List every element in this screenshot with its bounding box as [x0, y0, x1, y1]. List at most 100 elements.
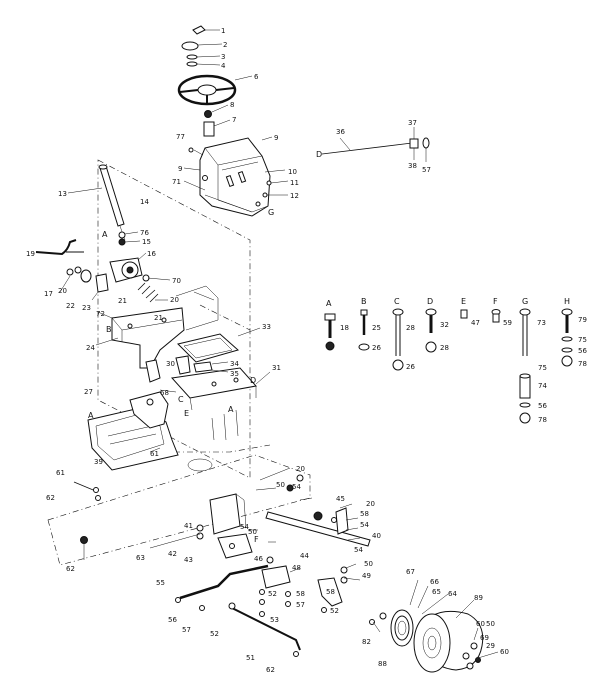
callout-29: 29 — [486, 642, 495, 650]
callout-73: 73 — [537, 319, 546, 327]
callout-56-G: 56 — [538, 402, 547, 410]
callout-D-bracket: D — [250, 376, 256, 385]
callout-labels: 1 2 3 4 6 8 7 77 9 9 71 10 11 12 G 36 D … — [26, 27, 587, 674]
callout-57-top: 57 — [422, 166, 431, 174]
callout-22: 22 — [66, 302, 75, 310]
callout-7: 7 — [232, 116, 236, 124]
callout-53: 53 — [270, 616, 279, 624]
callout-77: 77 — [176, 133, 185, 141]
callout-6: 6 — [254, 73, 259, 81]
callout-11: 11 — [290, 179, 299, 187]
callout-A-shaft: A — [102, 230, 108, 239]
callout-25: 25 — [372, 324, 381, 332]
callout-20-mid: 20 — [170, 296, 179, 304]
callout-8: 8 — [230, 101, 234, 109]
callout-64: 64 — [448, 590, 457, 598]
callout-51: 51 — [246, 654, 255, 662]
callout-54-bracket: 54 — [240, 523, 249, 531]
callout-18: 18 — [340, 324, 349, 332]
callout-78-G: 78 — [538, 416, 547, 424]
callout-56-left: 56 — [168, 616, 177, 624]
steering-wheel-part — [177, 74, 253, 106]
callout-A-rods: A — [228, 405, 234, 414]
callout-55: 55 — [156, 579, 165, 587]
callout-44: 44 — [300, 552, 309, 560]
callout-23: 23 — [82, 304, 91, 312]
callout-A-seat: A — [88, 411, 94, 420]
callout-1: 1 — [221, 27, 225, 35]
leader-lines — [248, 467, 499, 659]
callout-47: 47 — [471, 319, 480, 327]
callout-50-wheel: 50 — [486, 620, 495, 628]
callout-54-right: 54 — [360, 521, 369, 529]
wheel-rim-part — [369, 609, 414, 647]
callout-63: 63 — [136, 554, 145, 562]
dash-console-part — [183, 136, 289, 217]
callout-15: 15 — [142, 238, 151, 246]
callout-D-rod: D — [316, 150, 322, 159]
callout-74: 74 — [538, 382, 547, 390]
callout-68: 68 — [160, 389, 169, 397]
callout-52-mid: 52 — [268, 590, 277, 598]
callout-42: 42 — [168, 550, 177, 558]
callout-38: 38 — [408, 162, 417, 170]
drag-rod-part — [175, 564, 301, 657]
callout-82: 82 — [362, 638, 371, 646]
callout-56-H: 56 — [578, 347, 587, 355]
callout-16: 16 — [147, 250, 156, 258]
callout-A-legend: A — [326, 299, 332, 308]
callout-30: 30 — [166, 360, 175, 368]
pin-part — [73, 481, 101, 560]
steering-shaft-part — [67, 164, 126, 241]
callout-G-legend: G — [522, 297, 528, 306]
steering-bracket-part — [95, 285, 219, 369]
steering-cap-part — [192, 25, 220, 35]
callout-34: 34 — [230, 360, 239, 368]
callout-72: 72 — [96, 310, 105, 318]
callout-F-axle: F — [254, 535, 259, 544]
pedal-pad-part — [177, 327, 261, 363]
callout-E-legend: E — [461, 297, 466, 306]
callout-39: 39 — [94, 458, 103, 466]
washer-part — [186, 54, 221, 67]
callout-50-bracket: 50 — [248, 528, 257, 536]
callout-57-left: 57 — [182, 626, 191, 634]
callout-E-bracket: E — [184, 409, 189, 418]
callout-10: 10 — [288, 168, 297, 176]
callout-65: 65 — [432, 588, 441, 596]
callout-B-bracket: B — [106, 325, 112, 334]
callout-C-legend: C — [394, 297, 400, 306]
callout-52-right: 52 — [330, 607, 339, 615]
callout-62-axle: 62 — [266, 666, 275, 674]
callout-35: 35 — [230, 370, 239, 378]
callout-43: 43 — [184, 556, 193, 564]
callout-17: 17 — [44, 290, 53, 298]
callout-G-dash: G — [268, 208, 274, 217]
callout-70: 70 — [172, 277, 181, 285]
callout-89: 89 — [474, 594, 483, 602]
callout-58-mid: 58 — [296, 590, 305, 598]
callout-26-B: 26 — [372, 344, 381, 352]
callout-62-left: 62 — [46, 494, 55, 502]
callout-49: 49 — [362, 572, 371, 580]
callout-21-mid: 21 — [118, 297, 127, 305]
callout-B-legend: B — [361, 297, 367, 306]
axle-bracket-part — [149, 493, 253, 559]
callout-50-axle: 50 — [276, 481, 285, 489]
callout-32: 32 — [440, 321, 449, 329]
steering-gear-part — [109, 231, 171, 283]
callout-67: 67 — [406, 568, 415, 576]
callout-28-D: 28 — [440, 344, 449, 352]
callout-31: 31 — [272, 364, 281, 372]
callout-61-mid: 61 — [150, 450, 159, 458]
callout-37: 37 — [408, 119, 417, 127]
callout-59: 59 — [503, 319, 512, 327]
callout-9-left: 9 — [178, 165, 182, 173]
callout-58-right-low: 58 — [326, 588, 335, 596]
callout-62-bottom: 62 — [66, 565, 75, 573]
callout-2: 2 — [223, 41, 227, 49]
callout-19: 19 — [26, 250, 35, 258]
callout-54-low: 54 — [354, 546, 363, 554]
callout-20-axle: 20 — [296, 465, 305, 473]
